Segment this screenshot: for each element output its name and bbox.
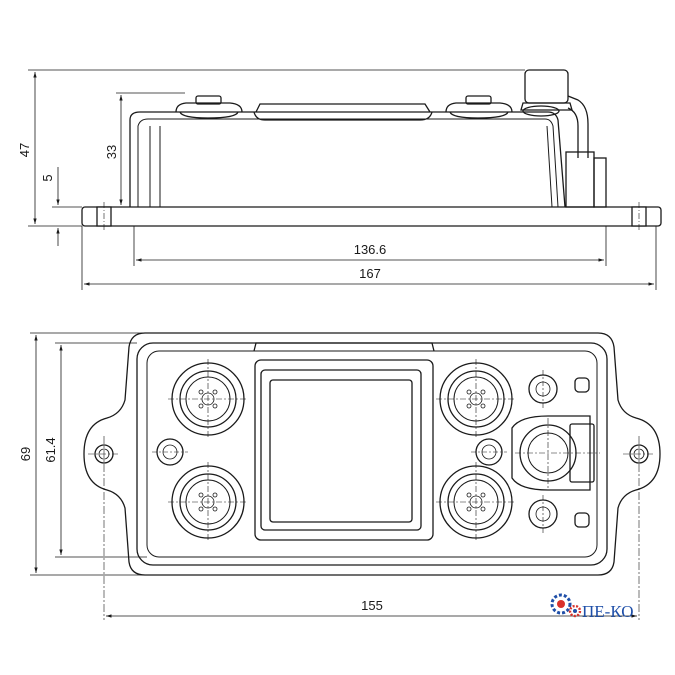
side-connector-cap-left — [175, 95, 243, 119]
side-mount-hole-right — [631, 202, 647, 232]
dim-label-69: 69 — [18, 447, 33, 461]
top-screw-upper-right — [528, 370, 558, 408]
top-screw-lower-right — [528, 495, 558, 533]
dim-label-47: 47 — [17, 143, 32, 157]
top-small-vent-lower — [574, 512, 590, 528]
top-view — [83, 332, 661, 620]
top-screw-center-right — [471, 438, 507, 466]
top-mount-hole-right — [623, 436, 655, 620]
side-connector-cap-right — [445, 95, 513, 119]
dim-label-33: 33 — [104, 145, 119, 159]
dim-label-155: 155 — [361, 598, 383, 613]
top-connector-bottom-left — [168, 462, 248, 542]
side-housing-body — [129, 111, 566, 208]
side-dimensions — [28, 69, 657, 290]
top-connector-top-right — [436, 359, 516, 439]
top-flange-outline — [83, 332, 661, 576]
watermark-text: ПЕ-КО — [582, 602, 634, 621]
gear-icon — [550, 593, 582, 618]
dim-label-167: 167 — [359, 266, 381, 281]
top-small-vent-upper — [574, 377, 590, 393]
top-dimensions — [30, 332, 637, 618]
top-mount-hole-left — [88, 436, 120, 620]
top-connector-bottom-right — [436, 462, 516, 542]
top-cable-gland — [511, 415, 600, 491]
side-view — [81, 69, 662, 232]
top-connector-top-left — [168, 359, 248, 439]
side-cable-gland — [520, 69, 607, 208]
top-screw-left — [152, 438, 188, 466]
side-mount-hole-left — [96, 202, 112, 232]
dim-label-5: 5 — [40, 174, 55, 181]
watermark-logo: ПЕ-КО — [550, 593, 634, 621]
side-base-plate — [81, 206, 662, 227]
side-window-cap — [253, 103, 433, 121]
dim-label-61-4: 61.4 — [43, 437, 58, 462]
dim-label-136-6: 136.6 — [354, 242, 387, 257]
top-display-window — [253, 342, 435, 541]
